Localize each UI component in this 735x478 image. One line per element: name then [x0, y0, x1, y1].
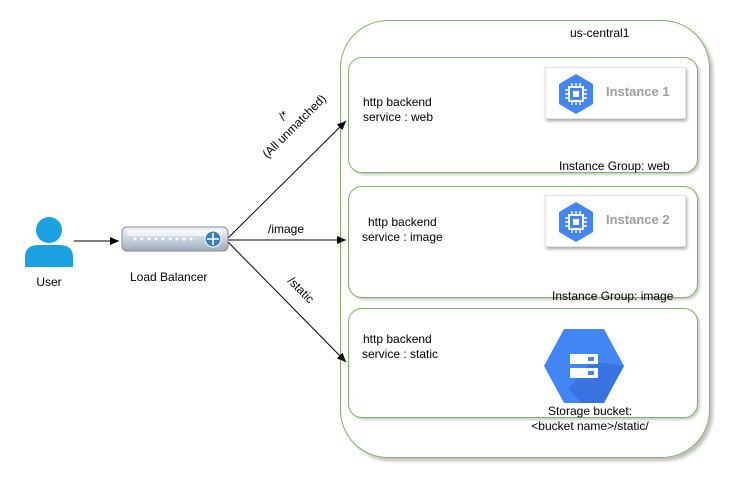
user-label: User: [36, 275, 62, 289]
instance-group-web-label: Instance Group: web: [559, 159, 670, 173]
compute-engine-icon: [559, 202, 593, 242]
load-balancer-label: Load Balancer: [130, 270, 208, 284]
instance-2-card[interactable]: Instance 2: [545, 195, 686, 247]
route-web-arrow: [227, 120, 347, 239]
region-label: us-central1: [570, 26, 630, 40]
service-static-line2: service : static: [362, 347, 439, 361]
service-static-line1: http backend: [363, 332, 432, 346]
user-icon[interactable]: [25, 215, 73, 267]
service-image-line2: service : image: [362, 230, 443, 244]
instance-2-label: Instance 2: [606, 212, 670, 227]
instance-1-card[interactable]: Instance 1: [545, 67, 686, 119]
instance-group-image-label: Instance Group: image: [552, 289, 674, 303]
backend-group-static[interactable]: [348, 308, 698, 418]
bucket-label-line2: <bucket name>/static/: [531, 419, 649, 433]
route-image-label: /image: [268, 222, 305, 236]
load-balancer-icon[interactable]: [121, 226, 229, 254]
bucket-label-line1: Storage bucket:: [547, 404, 633, 418]
service-web-line1: http backend: [363, 95, 432, 109]
compute-engine-icon: [559, 74, 593, 114]
route-static-arrow: [227, 241, 347, 363]
storage-bucket-icon[interactable]: [544, 329, 624, 403]
service-image-line1: http backend: [368, 215, 437, 229]
service-web-line2: service : web: [363, 110, 434, 124]
instance-1-label: Instance 1: [606, 84, 670, 99]
